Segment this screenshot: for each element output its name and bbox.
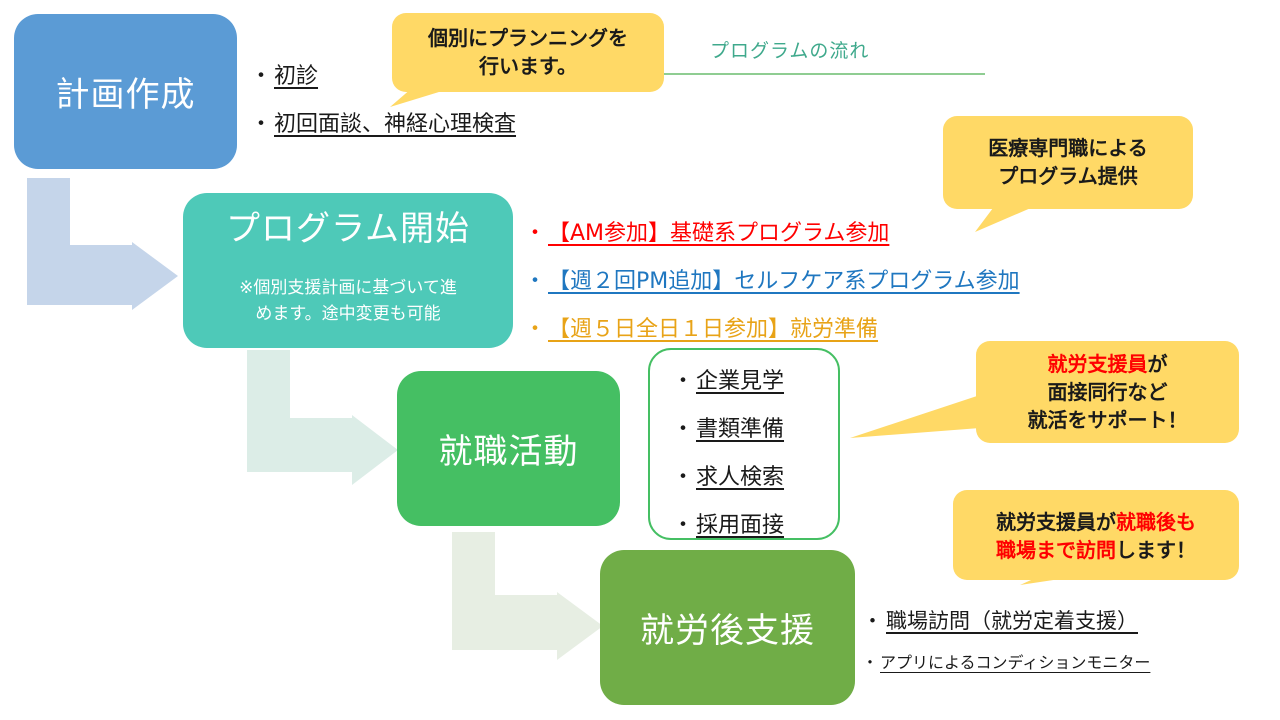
after-item-text: 職場訪問（就労定着支援）	[886, 609, 1138, 633]
step-program-note-line2: めます。途中変更も可能	[255, 304, 441, 324]
step-after-label: 就労後支援	[640, 611, 815, 651]
arrow-plan-to-program	[27, 178, 178, 310]
callout-followup-bubble	[953, 490, 1239, 585]
arrow-program-to-jobhunt	[247, 350, 398, 485]
flow-title: プログラムの流れ	[710, 40, 870, 62]
program-item-text: 【AM参加】基礎系プログラム参加	[548, 221, 890, 246]
callout-followup-line2: 職場まで訪問します！	[953, 536, 1239, 564]
callout-individual-line1: 個別にプランニングを	[428, 26, 628, 50]
jobhunt-item: ・ 採用面接	[672, 507, 784, 555]
arrow-jobhunt-to-after	[452, 532, 603, 660]
jobhunt-item: ・ 書類準備	[672, 411, 784, 459]
program-item: ・ 【週５日全日１日参加】就労準備	[524, 311, 1020, 359]
bullet-dot-icon: ・	[524, 221, 547, 246]
callout-jobcoach-line1-rest: が	[1147, 352, 1168, 376]
step-jobhunt-label: 就職活動	[438, 432, 579, 472]
step-program-note-line1: ※個別支援計画に基づいて進	[239, 278, 457, 298]
callout-followup-line2-red: 職場まで訪問	[996, 538, 1116, 562]
jobhunt-list: ・ 企業見学 ・ 書類準備 ・ 求人検索 ・ 採用面接	[672, 363, 784, 555]
bullet-dot-icon: ・	[672, 465, 695, 490]
callout-jobcoach-text: 就労支援員が 面接同行など 就活をサポート！	[976, 350, 1239, 434]
bullet-dot-icon: ・	[524, 317, 547, 342]
plan-item-text: 初診	[274, 64, 319, 89]
callout-individual-bubble	[390, 13, 664, 107]
program-item: ・ 【AM参加】基礎系プログラム参加	[524, 215, 1020, 263]
after-list: ・ 職場訪問（就労定着支援） ・ アプリによるコンディションモニター	[862, 605, 1150, 679]
callout-followup-text: 就労支援員が就職後も 職場まで訪問します！	[953, 508, 1239, 564]
jobhunt-item-text: 求人検索	[696, 465, 785, 490]
callout-medical-line1: 医療専門職による	[988, 136, 1148, 160]
callout-medical-text: 医療専門職による プログラム提供	[943, 134, 1193, 190]
bullet-dot-icon: ・	[672, 513, 695, 538]
step-plan-box: 計画作成	[14, 14, 237, 169]
plan-item: ・ 初回面談、神経心理検査	[250, 106, 516, 154]
callout-jobcoach-line1: 就労支援員が	[976, 350, 1239, 378]
plan-item-text: 初回面談、神経心理検査	[274, 112, 517, 137]
callout-individual-line2: 行います。	[479, 54, 577, 78]
callout-followup-line1-red: 就職後も	[1116, 510, 1196, 534]
bullet-dot-icon: ・	[524, 269, 547, 294]
program-list: ・ 【AM参加】基礎系プログラム参加 ・ 【週２回PM追加】セルフケア系プログラ…	[524, 215, 1020, 359]
callout-jobcoach-line1-red: 就労支援員	[1047, 352, 1148, 376]
plan-item: ・ 初診	[250, 58, 516, 106]
jobhunt-item-text: 書類準備	[696, 417, 785, 442]
after-item-text: アプリによるコンディションモニター	[880, 653, 1151, 672]
callout-jobcoach-line3: 就活をサポート！	[1027, 408, 1188, 432]
program-item-text: 【週５日全日１日参加】就労準備	[548, 317, 879, 342]
bullet-dot-icon: ・	[862, 609, 883, 633]
bullet-dot-icon: ・	[250, 64, 273, 89]
program-item-text: 【週２回PM追加】セルフケア系プログラム参加	[548, 269, 1020, 294]
step-plan-label: 計画作成	[55, 75, 196, 115]
bullet-dot-icon: ・	[672, 417, 695, 442]
bullet-dot-icon: ・	[250, 112, 273, 137]
jobhunt-item-text: 採用面接	[696, 513, 785, 538]
bullet-dot-icon: ・	[862, 653, 879, 672]
callout-individual-text: 個別にプランニングを 行います。	[392, 24, 664, 80]
jobhunt-item: ・ 求人検索	[672, 459, 784, 507]
callout-followup-line2-rest: します！	[1116, 538, 1196, 562]
after-item: ・ アプリによるコンディションモニター	[862, 649, 1150, 679]
step-program-box: プログラム開始 ※個別支援計画に基づいて進 めます。途中変更も可能	[183, 193, 513, 348]
callout-followup-line1: 就労支援員が就職後も	[953, 508, 1239, 536]
program-item: ・ 【週２回PM追加】セルフケア系プログラム参加	[524, 263, 1020, 311]
jobhunt-item-text: 企業見学	[696, 369, 785, 394]
callout-medical-line2: プログラム提供	[998, 164, 1138, 188]
callout-followup-line1-a: 就労支援員が	[996, 510, 1116, 534]
after-item: ・ 職場訪問（就労定着支援）	[862, 605, 1150, 649]
callout-jobcoach-line2: 面接同行など	[1047, 380, 1168, 404]
step-jobhunt-box: 就職活動	[397, 371, 620, 526]
callout-medical-bubble	[943, 116, 1193, 232]
plan-list: ・ 初診 ・ 初回面談、神経心理検査	[250, 58, 516, 154]
bullet-dot-icon: ・	[672, 369, 695, 394]
jobhunt-item: ・ 企業見学	[672, 363, 784, 411]
jobhunt-list-frame	[648, 348, 840, 540]
step-program-label: プログラム開始	[226, 209, 470, 249]
step-after-box: 就労後支援	[600, 550, 855, 705]
callout-jobcoach-bubble	[850, 341, 1239, 443]
